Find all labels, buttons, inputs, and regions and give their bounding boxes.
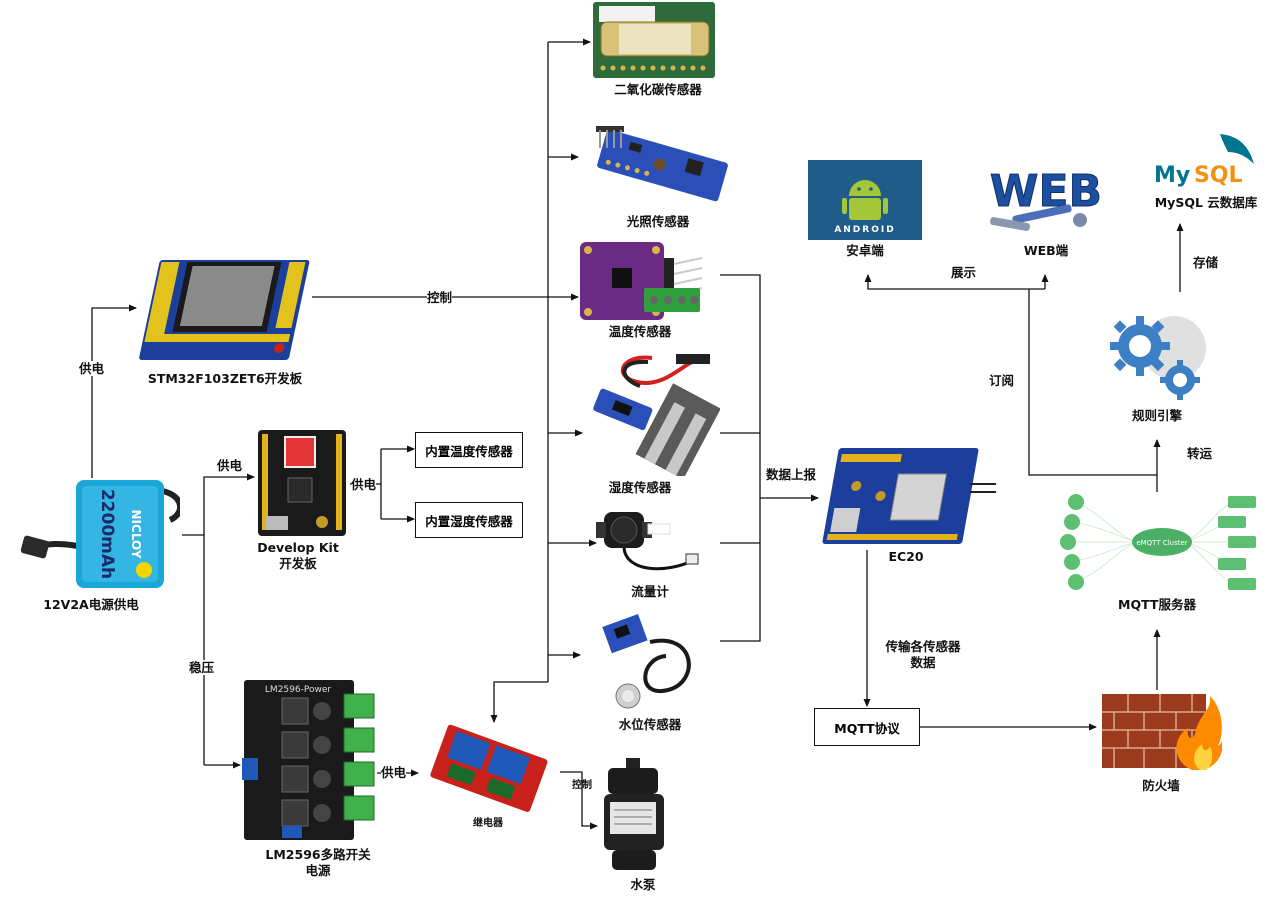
builtin-temp-label: 内置温度传感器 — [425, 443, 513, 459]
power-split-trunk — [182, 534, 205, 765]
edge-label-power-stm32: 供电 — [79, 361, 105, 376]
svg-text:WEB: WEB — [990, 166, 1102, 217]
mqtt-server-image: eMQTT Cluster — [1060, 494, 1256, 590]
humidity-sensor-label: 湿度传感器 — [608, 480, 672, 495]
edge-label-display: 展示 — [951, 265, 977, 280]
temperature-sensor-label: 温度传感器 — [608, 324, 672, 339]
flow-meter-label: 流量计 — [631, 584, 669, 599]
mysql-db-label: MySQL 云数据库 — [1154, 195, 1258, 210]
edge-relay-to-pump — [560, 771, 598, 830]
svg-text:NICLOY: NICLOY — [129, 510, 143, 559]
light-sensor-label: 光照传感器 — [626, 214, 690, 229]
mqtt-protocol-box: MQTT协议 — [814, 708, 920, 746]
edge-label-transmit-line2: 数据 — [910, 655, 936, 670]
data-report-bus — [720, 274, 761, 642]
stm32-board-image — [139, 260, 310, 360]
edge-label-relay-pump: 控制 — [572, 780, 592, 791]
ec20-board-image — [822, 448, 996, 544]
android-client-label: 安卓端 — [846, 243, 884, 258]
edge-label-store: 存储 — [1193, 255, 1219, 270]
humidity-sensor-image — [593, 354, 720, 476]
edge-bus-relay — [490, 681, 548, 723]
edge-power-to-stm32 — [91, 304, 137, 478]
edge-label-data-report: 数据上报 — [766, 467, 817, 482]
relay-label: 继电器 — [473, 818, 503, 829]
edge-label-forward: 转运 — [1187, 446, 1213, 461]
edge-label-lm2596-relay: 供电 — [381, 765, 407, 780]
rule-engine-gears-image — [1110, 316, 1206, 400]
co2-sensor-label: 二氧化碳传感器 — [614, 82, 702, 97]
svg-text:SQL: SQL — [1194, 163, 1243, 188]
edge-subscribe — [1028, 289, 1157, 476]
lm2596-board-image: LM2596-Power — [242, 680, 375, 840]
svg-text:My: My — [1154, 163, 1190, 188]
water-pump-label: 水泵 — [630, 877, 656, 892]
stm32-board-label: STM32F103ZET6开发板 — [147, 371, 303, 386]
edge-label-regulate: 稳压 — [189, 660, 215, 675]
firewall-label: 防火墙 — [1142, 778, 1180, 793]
devkit-board-image — [258, 430, 346, 536]
relay-image — [430, 724, 548, 812]
water-level-sensor-label: 水位传感器 — [618, 717, 682, 732]
edge-label-transmit-line1: 传输各传感器 — [885, 639, 961, 654]
builtin-humidity-box: 内置湿度传感器 — [415, 502, 523, 538]
edge-label-subscribe: 订阅 — [989, 373, 1015, 388]
svg-text:ANDROID: ANDROID — [834, 225, 895, 235]
flow-meter-image — [596, 512, 699, 571]
mqtt-protocol-label: MQTT协议 — [834, 720, 900, 736]
edge-power-to-devkit — [203, 473, 255, 535]
android-tile-image: ANDROID — [808, 160, 922, 240]
battery-image: 2200mAh NICLOY — [20, 480, 180, 588]
edge-display — [864, 274, 1045, 290]
edge-label-control: 控制 — [427, 290, 453, 305]
web-logo-image: WEB — [989, 166, 1103, 231]
edge-label-power-devkit: 供电 — [217, 458, 243, 473]
edge-label-devkit-builtin: 供电 — [351, 477, 377, 492]
svg-text:LM2596-Power: LM2596-Power — [265, 685, 331, 695]
firewall-image — [1102, 694, 1222, 770]
lm2596-label-line2: 电源 — [305, 863, 331, 878]
builtin-humidity-label: 内置湿度传感器 — [425, 513, 513, 529]
water-level-sensor-image — [602, 614, 691, 709]
lm2596-label-line1: LM2596多路开关 — [265, 847, 371, 862]
devkit-label-line2: 开发板 — [279, 556, 317, 571]
svg-text:eMQTT Cluster: eMQTT Cluster — [1136, 539, 1187, 547]
mqtt-server-label: MQTT服务器 — [1118, 597, 1196, 612]
power-supply-label: 12V2A电源供电 — [43, 597, 139, 612]
web-client-label: WEB端 — [1023, 243, 1069, 258]
co2-sensor-image — [593, 2, 715, 78]
temperature-sensor-image — [580, 242, 703, 320]
builtin-temp-box: 内置温度传感器 — [415, 432, 523, 468]
devkit-label-line1: Develop Kit — [257, 540, 339, 555]
ec20-label: EC20 — [888, 549, 924, 564]
rule-engine-label: 规则引擎 — [1131, 408, 1183, 423]
light-sensor-image — [596, 126, 728, 202]
water-pump-image — [604, 758, 664, 870]
mysql-logo-image: My SQL — [1154, 134, 1254, 188]
svg-text:2200mAh: 2200mAh — [97, 489, 117, 579]
